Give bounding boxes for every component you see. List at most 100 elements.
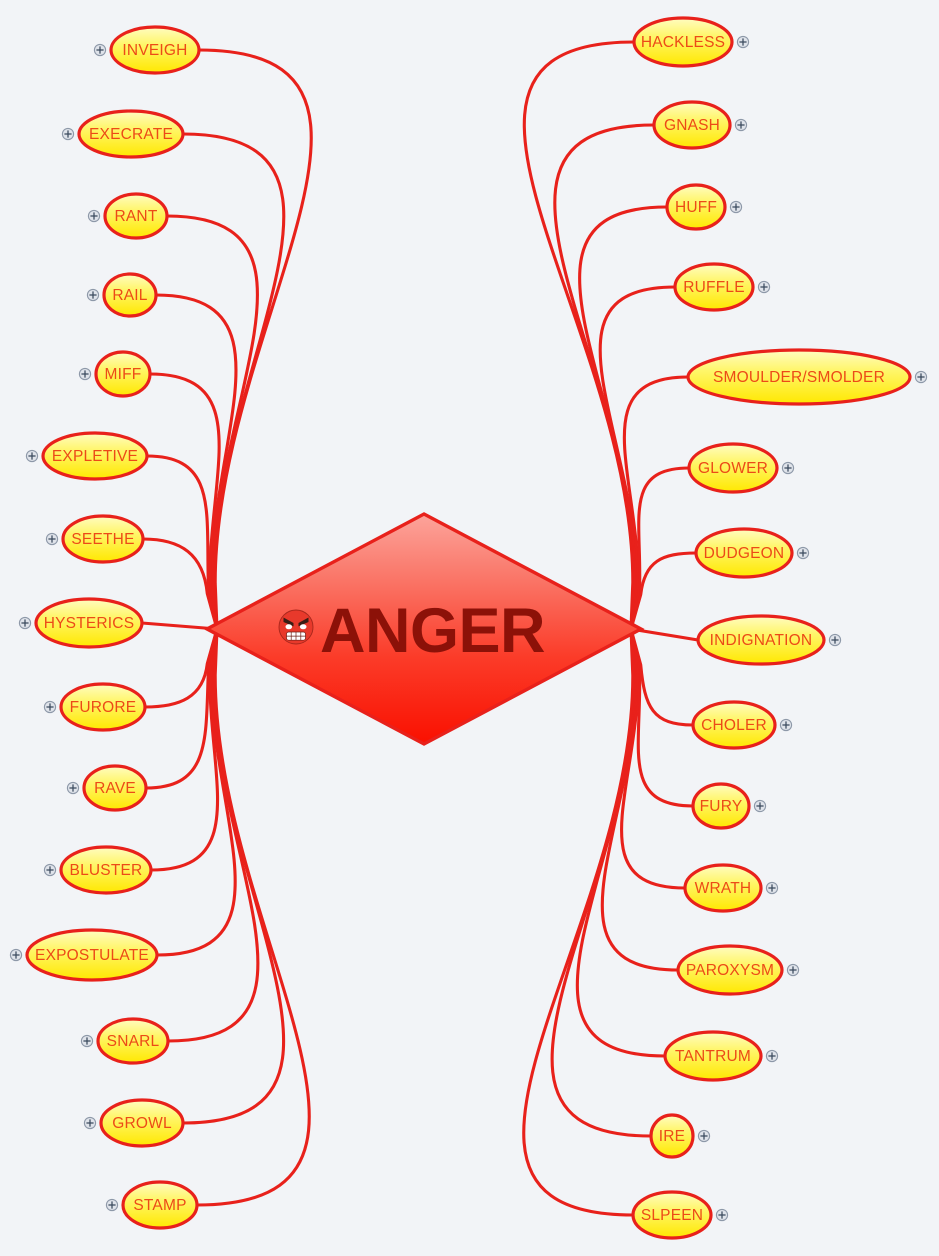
- plus-icon[interactable]: [80, 1034, 94, 1048]
- plus-icon[interactable]: [765, 1049, 779, 1063]
- node-ellipse: [673, 262, 755, 312]
- mindmap-node[interactable]: SNARL: [96, 1017, 170, 1065]
- mindmap-node[interactable]: MIFF: [94, 350, 152, 398]
- node-label: GROWL: [112, 1115, 172, 1132]
- plus-icon[interactable]: [9, 948, 23, 962]
- plus-icon[interactable]: [66, 781, 80, 795]
- node-ellipse: [61, 514, 145, 564]
- plus-icon[interactable]: [786, 963, 800, 977]
- node-label: INVEIGH: [122, 42, 187, 59]
- mindmap-node[interactable]: SMOULDER/SMOLDER: [686, 348, 912, 406]
- node-ellipse: [109, 25, 201, 75]
- mindmap-node[interactable]: INDIGNATION: [696, 614, 826, 666]
- node-label: TANTRUM: [675, 1048, 751, 1065]
- node-label: IRE: [659, 1128, 685, 1145]
- plus-icon[interactable]: [93, 43, 107, 57]
- node-label: SNARL: [107, 1033, 160, 1050]
- mindmap-node[interactable]: EXPLETIVE: [41, 431, 149, 481]
- plus-icon[interactable]: [779, 718, 793, 732]
- node-label: HYSTERICS: [44, 615, 135, 632]
- plus-icon[interactable]: [715, 1208, 729, 1222]
- node-ellipse: [683, 863, 763, 913]
- branch-connector: [629, 627, 700, 642]
- mindmap-node[interactable]: RAIL: [102, 272, 158, 318]
- node-ellipse: [82, 764, 148, 812]
- plus-icon[interactable]: [828, 633, 842, 647]
- plus-icon[interactable]: [43, 700, 57, 714]
- mindmap-node[interactable]: GROWL: [99, 1098, 185, 1148]
- plus-icon[interactable]: [43, 863, 57, 877]
- node-label: INDIGNATION: [710, 632, 813, 649]
- mindmap-node[interactable]: EXECRATE: [77, 109, 185, 159]
- node-label: MIFF: [105, 366, 142, 383]
- node-label: RAVE: [94, 780, 136, 797]
- mindmap-node[interactable]: HACKLESS: [632, 16, 734, 68]
- plus-icon[interactable]: [796, 546, 810, 560]
- branch-connector: [629, 466, 691, 631]
- node-ellipse: [96, 1017, 170, 1065]
- node-ellipse: [691, 782, 751, 830]
- plus-icon[interactable]: [697, 1129, 711, 1143]
- mindmap-node[interactable]: INVEIGH: [109, 25, 201, 75]
- mindmap-node[interactable]: FURY: [691, 782, 751, 830]
- mindmap-node[interactable]: GLOWER: [687, 442, 779, 494]
- mindmap-node[interactable]: STAMP: [121, 1180, 199, 1230]
- node-ellipse: [676, 944, 784, 996]
- mindmap-node[interactable]: TANTRUM: [663, 1030, 763, 1082]
- plus-icon[interactable]: [729, 200, 743, 214]
- mindmap-node[interactable]: RUFFLE: [673, 262, 755, 312]
- mindmap-node[interactable]: BLUSTER: [59, 845, 153, 895]
- plus-icon[interactable]: [753, 799, 767, 813]
- mindmap-node[interactable]: HUFF: [665, 183, 727, 231]
- node-ellipse: [59, 682, 147, 732]
- plus-icon[interactable]: [18, 616, 32, 630]
- branch-connector: [522, 40, 636, 631]
- mindmap-node[interactable]: RAVE: [82, 764, 148, 812]
- node-ellipse: [631, 1190, 713, 1240]
- branch-connector: [140, 621, 219, 631]
- plus-icon[interactable]: [78, 367, 92, 381]
- mindmap-node[interactable]: CHOLER: [691, 700, 777, 750]
- node-ellipse: [121, 1180, 199, 1230]
- mindmap-node[interactable]: HYSTERICS: [34, 597, 144, 649]
- mindmap-node[interactable]: IRE: [649, 1113, 695, 1159]
- node-ellipse: [649, 1113, 695, 1159]
- plus-icon[interactable]: [757, 280, 771, 294]
- mindmap-node[interactable]: EXPOSTULATE: [25, 928, 159, 982]
- branch-connector: [155, 627, 237, 957]
- plus-icon[interactable]: [61, 127, 75, 141]
- plus-icon[interactable]: [105, 1198, 119, 1212]
- node-ellipse: [696, 614, 826, 666]
- plus-icon[interactable]: [914, 370, 928, 384]
- node-label: EXECRATE: [89, 126, 173, 143]
- mindmap-node[interactable]: DUDGEON: [694, 527, 794, 579]
- mindmap-node[interactable]: WRATH: [683, 863, 763, 913]
- node-ellipse: [59, 845, 153, 895]
- node-label: SMOULDER/SMOLDER: [713, 369, 885, 386]
- plus-icon[interactable]: [86, 288, 100, 302]
- plus-icon[interactable]: [781, 461, 795, 475]
- branch-connector: [622, 375, 690, 631]
- plus-icon[interactable]: [83, 1116, 97, 1130]
- node-label: RANT: [115, 208, 158, 225]
- plus-icon[interactable]: [734, 118, 748, 132]
- central-topic-anger[interactable]: ANGER: [203, 512, 645, 746]
- plus-icon[interactable]: [25, 449, 39, 463]
- node-label: SLPEEN: [641, 1207, 703, 1224]
- node-ellipse: [99, 1098, 185, 1148]
- mindmap-node[interactable]: SLPEEN: [631, 1190, 713, 1240]
- mindmap-node[interactable]: FURORE: [59, 682, 147, 732]
- mindmap-node[interactable]: PAROXYSM: [676, 944, 784, 996]
- plus-icon[interactable]: [736, 35, 750, 49]
- node-ellipse: [687, 442, 779, 494]
- mindmap-node[interactable]: RANT: [103, 192, 169, 240]
- mindmap-node[interactable]: SEETHE: [61, 514, 145, 564]
- branch-connector: [144, 627, 219, 790]
- node-label: GNASH: [664, 117, 720, 134]
- plus-icon[interactable]: [765, 881, 779, 895]
- plus-icon[interactable]: [87, 209, 101, 223]
- plus-icon[interactable]: [45, 532, 59, 546]
- mindmap-node[interactable]: GNASH: [652, 100, 732, 150]
